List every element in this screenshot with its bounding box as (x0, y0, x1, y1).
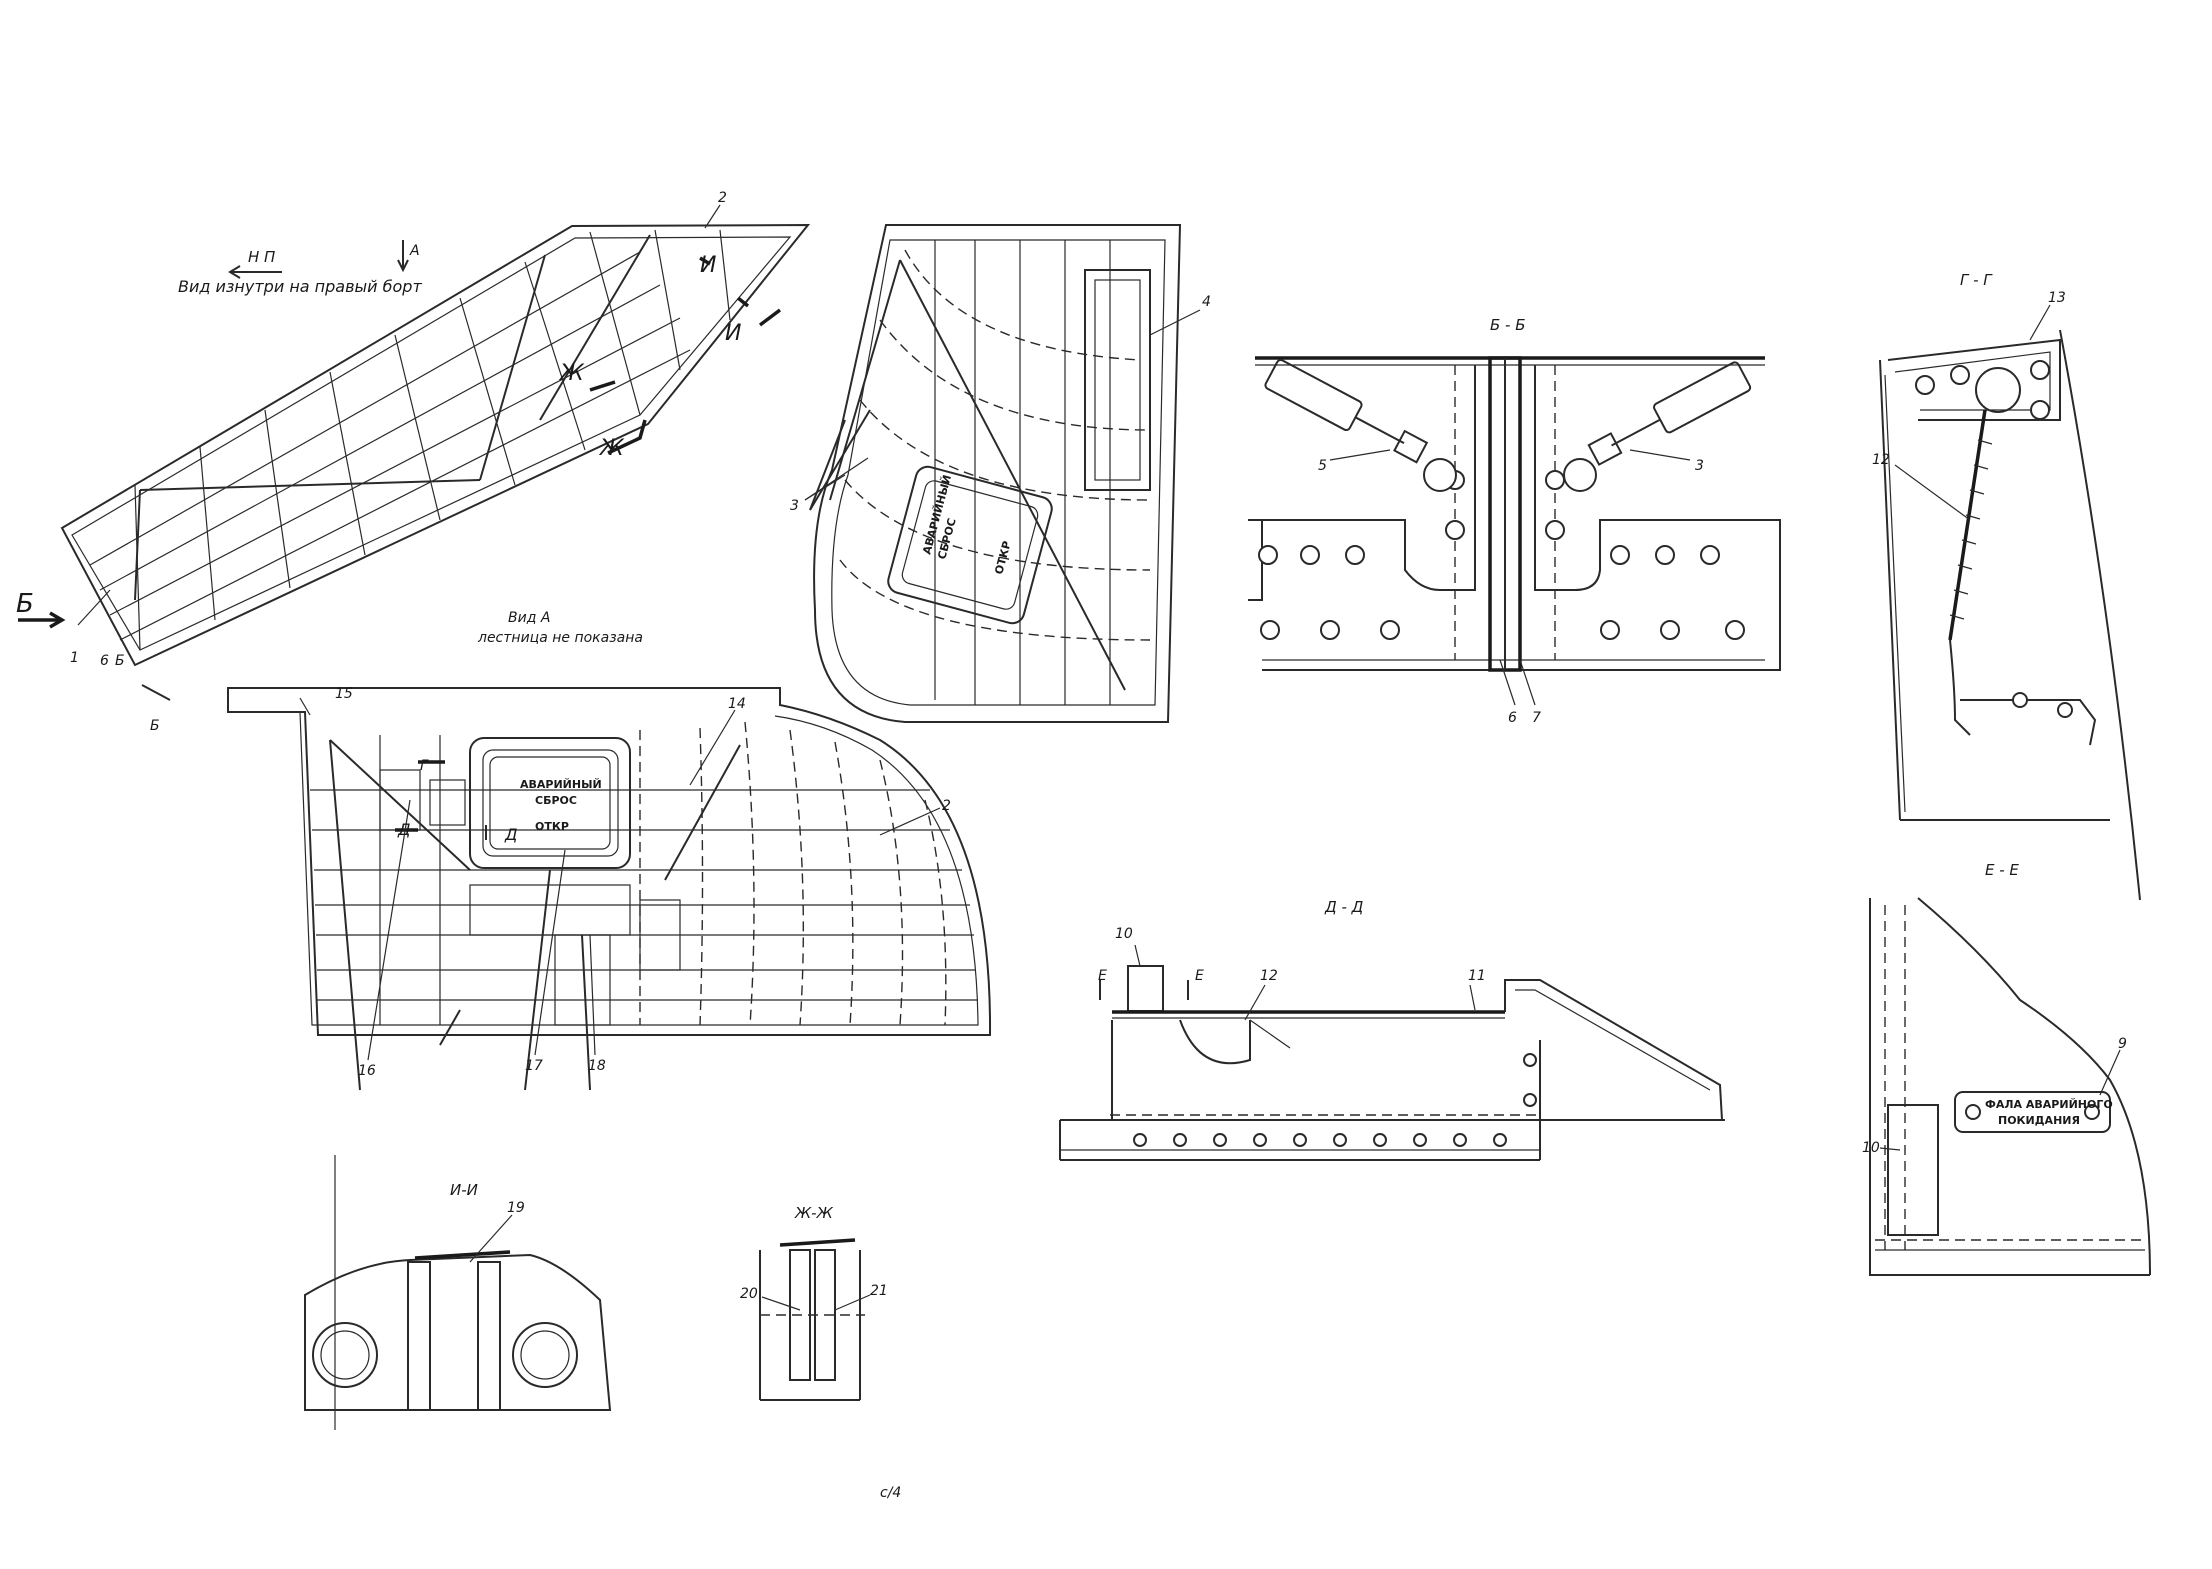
section-e-e-title: Е - Е (1985, 861, 2019, 879)
section-i-mark-1: И (700, 253, 716, 278)
section-d-d (1059, 965, 1725, 1161)
section-zh-mark-2: Ж (598, 436, 625, 461)
item-18: 18 (588, 1058, 606, 1074)
item-16: 16 (358, 1063, 376, 1079)
hatch-plate-open: ОТКР (535, 820, 569, 833)
item-12-gg: 12 (1872, 452, 1890, 468)
leader-lines (77, 204, 2121, 1311)
inside-view-frame (18, 223, 811, 701)
item-11: 11 (1468, 968, 1486, 984)
item-numbers: 2 4 3 5 3 6 7 13 12 10 12 11 9 10 19 20 … (70, 190, 2127, 1302)
section-b-b (1248, 356, 1781, 672)
view-a-frame (227, 687, 992, 1091)
item-15: 15 (335, 686, 353, 702)
rope-plate-line-2: ПОКИДАНИЯ (1998, 1114, 2080, 1127)
section-zh-zh-title: Ж-Ж (794, 1204, 834, 1222)
section-e-mark-1: Е (1098, 968, 1107, 984)
item-3-section: 3 (1695, 458, 1704, 474)
rope-plate: ФАЛА АВАРИЙНОГО ПОКИДАНИЯ (1985, 1098, 2113, 1127)
item-21: 21 (870, 1283, 888, 1299)
section-e-e (1869, 897, 2151, 1276)
item-2-top: 2 (718, 190, 727, 206)
item-5: 5 (1318, 458, 1327, 474)
panel-view (809, 224, 1182, 723)
section-g-g-title: Г - Г (1960, 271, 1993, 289)
view-a-note: лестница не показана (477, 630, 643, 646)
item-14: 14 (728, 696, 746, 712)
item-3-panel: 3 (790, 498, 799, 514)
view-b-arrow-mark: Б (16, 589, 34, 619)
item-6-view: 6 (100, 653, 109, 669)
section-g-mark: Г (420, 758, 429, 774)
section-zh-mark-1: Ж (558, 361, 585, 386)
view-a-title: Вид А (508, 610, 550, 626)
section-zh-zh (759, 1238, 865, 1401)
section-b-b-title: Б - Б (1490, 316, 1526, 334)
hatch-plate-line-2: СБРОС (535, 794, 577, 807)
item-10-ee: 10 (1862, 1140, 1880, 1156)
item-6-section: 6 (1508, 710, 1517, 726)
item-4: 4 (1202, 294, 1211, 310)
section-d-mark-2: Д (504, 825, 518, 844)
view-a-arrow-mark: А (409, 243, 420, 259)
panel-plate-open: ОТКР (992, 540, 1013, 576)
section-e-mark-2: Е (1195, 968, 1204, 984)
section-d-d-title: Д - Д (1324, 898, 1364, 916)
item-19: 19 (507, 1200, 525, 1216)
item-13: 13 (2048, 290, 2066, 306)
item-9: 9 (2118, 1036, 2127, 1052)
section-i-i-title: И-И (450, 1181, 478, 1199)
section-b-mark-bottom: Б (150, 718, 160, 734)
hatch-plate-view-a: АВАРИЙНЫЙ СБРОС ОТКР (520, 778, 602, 833)
item-2-view-a: 2 (942, 798, 951, 814)
sheet-stamp: с/4 (880, 1485, 901, 1501)
section-i-mark-2: И (725, 321, 741, 346)
hatch-plate-line-1: АВАРИЙНЫЙ (520, 778, 602, 791)
item-7: 7 (1532, 710, 1541, 726)
inside-view-arrow-label: Н П (248, 248, 275, 266)
section-b-mark-top: Б (115, 653, 125, 669)
item-10-dd: 10 (1115, 926, 1133, 942)
item-1: 1 (70, 650, 79, 666)
text-labels: Н П Вид изнутри на правый борт А Б Б Б Ж… (16, 243, 2019, 1222)
item-17: 17 (525, 1058, 543, 1074)
item-12-dd: 12 (1260, 968, 1278, 984)
inside-view-caption: Вид изнутри на правый борт (178, 277, 422, 296)
section-g-g (1879, 329, 2141, 901)
rope-plate-line-1: ФАЛА АВАРИЙНОГО (1985, 1098, 2113, 1111)
section-i-i (304, 1155, 612, 1430)
section-d-mark-1: Д (397, 820, 411, 839)
item-20: 20 (740, 1286, 758, 1302)
